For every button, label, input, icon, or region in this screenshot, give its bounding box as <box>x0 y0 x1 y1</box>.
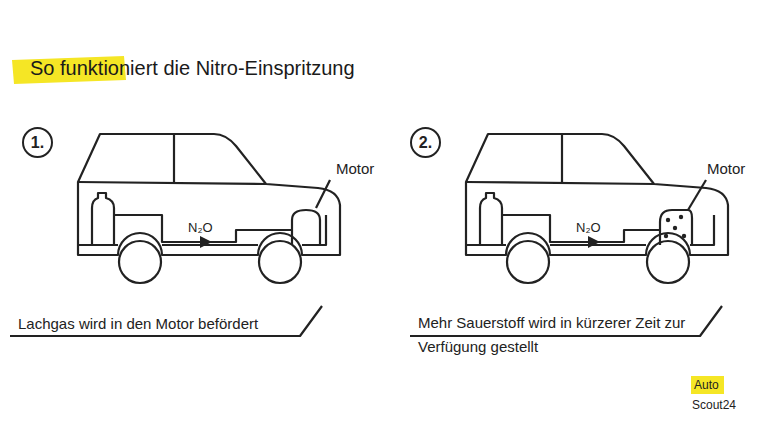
logo-highlight <box>691 376 724 394</box>
car-outline <box>10 134 340 336</box>
car-outline <box>410 134 728 336</box>
step-number: 1. <box>31 134 44 152</box>
diagram-title: So funktioniert die Nitro-Einspritzung <box>30 56 355 80</box>
flow-arrowhead <box>588 236 600 248</box>
oxygen-dots <box>664 215 686 238</box>
step-number-circle: 1. <box>22 127 53 158</box>
step-number: 2. <box>419 134 432 152</box>
step-caption: Lachgas wird in den Motor befördert <box>18 315 258 333</box>
flow-arrowhead <box>200 236 212 248</box>
step-number-circle: 2. <box>410 127 441 158</box>
flow-label: N₂O <box>188 220 213 235</box>
logo-text: Scout24 <box>692 398 736 412</box>
step-caption: Mehr Sauerstoff wird in kürzerer Zeit zu… <box>418 311 710 359</box>
flow-label: N₂O <box>576 220 601 235</box>
part-label: Motor <box>336 160 374 178</box>
logo-text: Auto <box>694 378 719 392</box>
part-label: Motor <box>707 160 745 178</box>
